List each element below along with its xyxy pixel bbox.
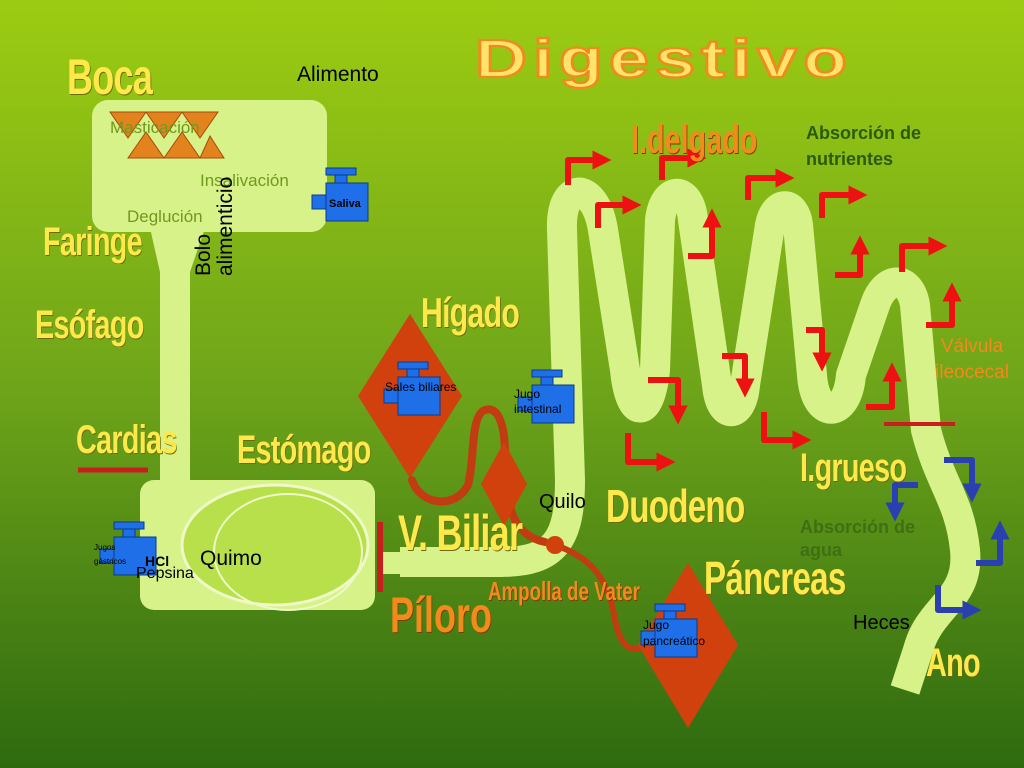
label-higado: Hígado <box>421 289 520 336</box>
label-sales-biliares: Sales biliares <box>385 380 457 394</box>
label-duodeno: Duodeno <box>606 480 745 532</box>
label-faringe: Faringe <box>43 220 143 264</box>
pancreatic-duct <box>552 542 648 652</box>
label-quimo: Quimo <box>200 547 262 570</box>
pharynx <box>150 228 205 272</box>
water-absorption-arrows <box>885 457 1010 620</box>
label-estomago: Estómago <box>237 428 371 472</box>
label-i-grueso: I.grueso <box>800 446 907 490</box>
label-hcl: HCl <box>145 553 170 569</box>
label-esofago: Esófago <box>35 303 144 347</box>
label-insalivacion: Insalivación <box>200 171 289 190</box>
label-valvula-ileocecal: Válvula ileocecal <box>935 336 1009 383</box>
label-saliva: Saliva <box>329 198 361 210</box>
label-jugo-intestinal: Jugo intestinal <box>514 387 562 416</box>
label-boca: Boca <box>67 49 153 105</box>
label-heces: Heces <box>853 612 910 634</box>
teeth <box>109 111 225 159</box>
mouth-cavity <box>92 100 327 232</box>
label-pepsina: Pepsina <box>136 565 194 582</box>
label-masticacion: Masticación <box>110 118 200 137</box>
label-alimento: Alimento <box>297 63 379 86</box>
label-ano: Ano <box>926 641 981 685</box>
label-quilo: Quilo <box>539 491 586 513</box>
label-absorcion-nutrientes: Absorción de nutrientes <box>806 123 922 170</box>
label-absorcion-agua: Absorción de agua <box>800 517 916 561</box>
label-piloro: Píloro <box>390 587 493 643</box>
label-jugo-pancreatico: Jugo pancreático <box>643 618 706 648</box>
stomach <box>180 483 370 607</box>
label-v-biliar: V. Biliar <box>398 505 523 561</box>
label-pancreas: Páncreas <box>704 552 846 604</box>
esophagus <box>160 270 190 485</box>
page-title: Digestivo <box>473 28 854 90</box>
label-i-delgado: I.delgado <box>631 118 758 162</box>
label-cardias: Cardias <box>76 418 177 462</box>
ampolla-de-vater <box>546 536 564 554</box>
label-deglucion: Deglución <box>127 207 203 226</box>
label-ampolla: Ampolla de Vater <box>488 576 640 606</box>
label-bolo-alimenticio: Bolo alimenticio <box>192 176 237 276</box>
nutrient-absorption-arrows <box>565 148 962 472</box>
label-jugos-gastricos: Jugos gástricos <box>94 543 127 567</box>
gallbladder <box>481 442 527 526</box>
